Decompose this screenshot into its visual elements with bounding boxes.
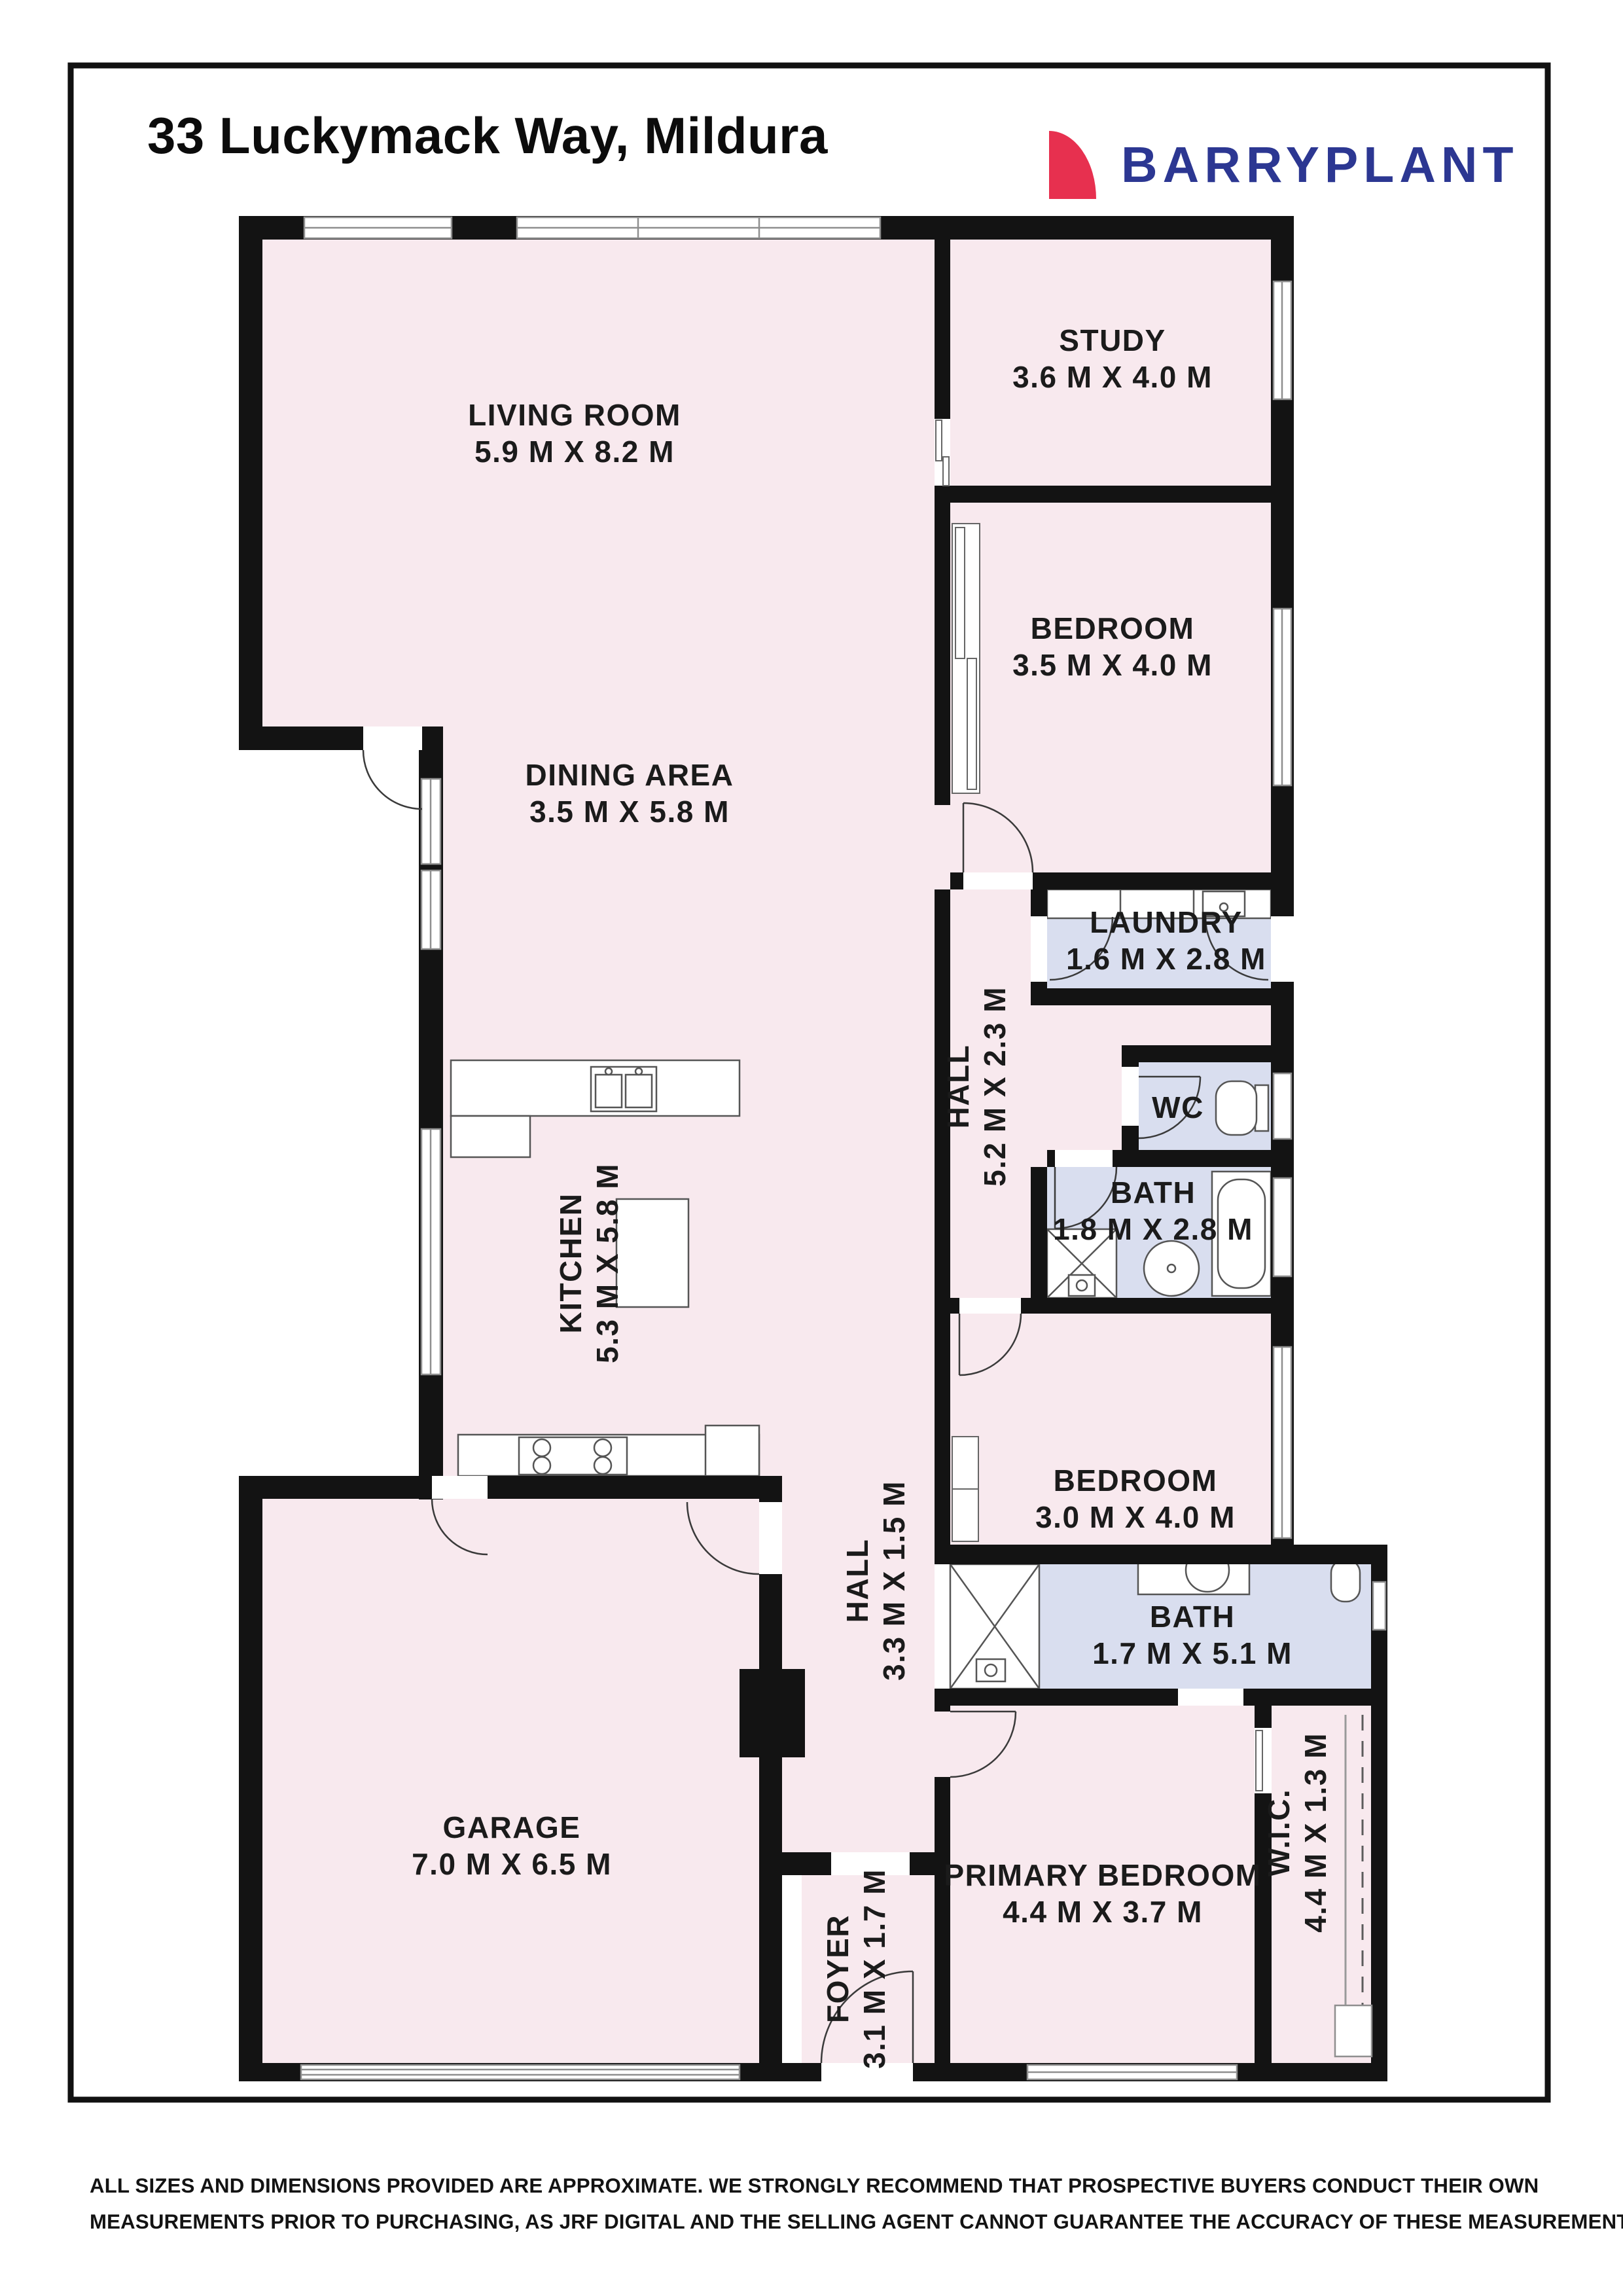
logo-text: BARRYPLANT [1121, 136, 1519, 193]
room-label-living-room: LIVING ROOM 5.9 M X 8.2 M [468, 397, 681, 469]
stove-icon [518, 1436, 628, 1476]
kitchen-fixtures [450, 1059, 760, 1477]
ensuite-shower-icon [949, 1563, 1041, 1690]
kitchen-sink-icon [590, 1066, 658, 1113]
door-arcs [362, 749, 1269, 2064]
windows [300, 216, 1387, 2081]
room-label-wic: W.I.C. 4.4 M X 1.3 M [1261, 1732, 1332, 1933]
room-label-bath-18: BATH 1.8 M X 2.8 M [1053, 1175, 1253, 1246]
room-label-bedroom-35: BEDROOM 3.5 M X 4.0 M [1012, 611, 1213, 682]
room-label-garage: GARAGE 7.0 M X 6.5 M [412, 1810, 612, 1881]
room-label-laundry: LAUNDRY 1.6 M X 2.8 M [1066, 905, 1266, 976]
room-label-foyer: FOYER 3.1 M X 1.7 M [820, 1869, 891, 2069]
closets [952, 523, 980, 1542]
toilet-icon [1215, 1080, 1270, 1136]
disclaimer-text: ALL SIZES AND DIMENSIONS PROVIDED ARE AP… [90, 2168, 1623, 2240]
room-label-wc: WC [1152, 1090, 1204, 1124]
sliding-door-panels [935, 420, 1263, 1791]
laundry-sink-icon [1202, 890, 1246, 918]
room-label-study: STUDY 3.6 M X 4.0 M [1012, 323, 1213, 394]
room-label-bath-17: BATH 1.7 M X 5.1 M [1092, 1599, 1293, 1670]
wardrobe-rail [1334, 1715, 1373, 2058]
room-label-kitchen: KITCHEN 5.3 M X 5.8 M [553, 1163, 624, 1363]
brand-logo: BARRYPLANT [1049, 131, 1519, 199]
page-border [67, 62, 1551, 2103]
room-label-hall-33: HALL 3.3 M X 1.5 M [840, 1480, 911, 1681]
disclaimer-line-2: MEASUREMENTS PRIOR TO PURCHASING, AS JRF… [90, 2209, 1623, 2233]
logo-mark-icon [1049, 131, 1096, 199]
garage-door [300, 2064, 741, 2081]
room-label-bedroom-30: BEDROOM 3.0 M X 4.0 M [1035, 1463, 1236, 1534]
bathtub-icon [1211, 1170, 1272, 1297]
room-label-dining-area: DINING AREA 3.5 M X 5.8 M [525, 757, 734, 829]
page-title: 33 Luckymack Way, Mildura [147, 107, 828, 164]
laundry-fixtures [1046, 888, 1272, 920]
kitchen-island [615, 1198, 690, 1308]
pedestal-sink-icon [1143, 1240, 1200, 1297]
room-label-primary-bedroom: PRIMARY BEDROOM 4.4 M X 3.7 M [944, 1857, 1262, 1929]
disclaimer-line-1: ALL SIZES AND DIMENSIONS PROVIDED ARE AP… [90, 2174, 1539, 2197]
fridge-icon [704, 1424, 760, 1477]
room-label-hall-52: HALL 5.2 M X 2.3 M [940, 986, 1012, 1187]
